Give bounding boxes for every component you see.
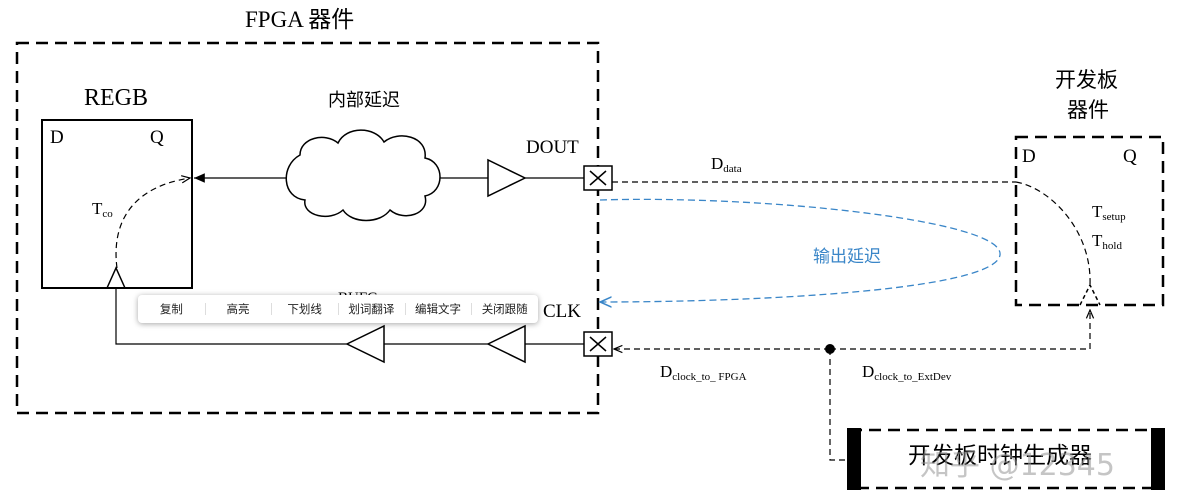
output-delay-arc	[600, 198, 1001, 302]
regb-d-label: D	[50, 127, 64, 148]
dout-pad	[583, 165, 613, 191]
copy-button[interactable]: 复制	[159, 302, 183, 316]
devboard-box	[1014, 135, 1165, 307]
highlight-button[interactable]: 高亮	[204, 301, 272, 317]
clk-pad-x	[589, 336, 607, 352]
ddata-label: Ddata	[711, 154, 742, 175]
clk-buffer-2	[345, 324, 385, 364]
underline-button[interactable]: 下划线	[271, 301, 338, 317]
regb-box	[41, 119, 193, 289]
edit-text-button[interactable]: 编辑文字	[404, 301, 472, 317]
tco-arc	[115, 178, 190, 269]
output-delay-label: 输出延迟	[813, 247, 881, 267]
regb-clock-triangle	[106, 266, 126, 289]
clk-wire-c	[115, 288, 347, 345]
clock-gen-wire	[829, 349, 850, 461]
fpga-title: FPGA 器件	[245, 7, 355, 32]
dclk-fpga-label: Dclock_to_ FPGA	[660, 362, 747, 383]
devboard-title-line2: 器件	[1067, 98, 1109, 122]
devboard-q-label: Q	[1123, 146, 1137, 167]
devboard-title-line1: 开发板	[1055, 68, 1118, 92]
dout-pad-x	[589, 170, 607, 186]
dclk-ext-wire	[830, 310, 1090, 350]
thold-label: Thold	[1092, 231, 1122, 252]
devboard-clock-triangle	[1079, 283, 1101, 306]
internal-delay-cloud	[285, 129, 441, 222]
close-follow-button[interactable]: 关闭跟随	[471, 301, 538, 317]
devboard-d-label: D	[1022, 146, 1036, 167]
regb-title: REGB	[84, 85, 149, 111]
selection-toolbar: 复制 高亮 下划线 划词翻译 编辑文字 关闭跟随	[138, 295, 538, 323]
dout-buffer	[487, 158, 527, 198]
clock-gen-right-bar	[1151, 428, 1165, 490]
clock-gen-label: 开发板时钟生成器	[908, 443, 1092, 469]
clk-label: CLK	[543, 301, 581, 322]
tsetup-label: Tsetup	[1092, 202, 1126, 223]
tsetup-thold-arc	[1015, 181, 1091, 286]
internal-delay-label: 内部延迟	[328, 90, 400, 111]
dout-label: DOUT	[526, 137, 579, 158]
regb-q-label: Q	[150, 127, 164, 148]
partial-bufg-label: BUFG	[338, 291, 378, 297]
translate-button[interactable]: 划词翻译	[338, 301, 405, 317]
tco-label: Tco	[92, 199, 113, 220]
fpga-boundary	[15, 41, 600, 415]
watermark: 知乎 @12345	[920, 448, 1115, 483]
clock-gen-left-bar	[847, 428, 861, 490]
clk-buffer-1	[486, 324, 526, 364]
dclk-ext-label: Dclock_to_ExtDev	[862, 362, 952, 383]
